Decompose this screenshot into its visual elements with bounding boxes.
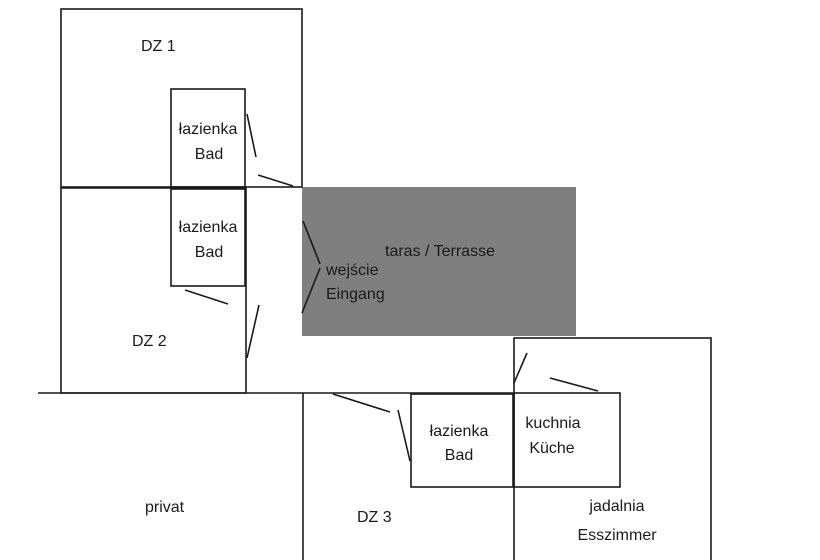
room-dz1-outline [60,8,303,188]
door-kitchen-corner [513,352,528,384]
label-kitchen-line1: kuchnia [525,415,580,432]
bath1-box [170,88,246,188]
label-bath2-line1: łazienka [179,219,238,236]
label-dining-line1: jadalnia [588,498,644,515]
label-dz3: DZ 3 [357,509,392,526]
door-bath2 [184,289,229,305]
label-bath3-line2: Bad [445,447,473,464]
label-bath1-line2: Bad [195,146,223,163]
label-terrace: taras / Terrasse [385,243,495,260]
room-dz2-outline [60,187,247,394]
label-kitchen-line2: Küche [529,440,574,457]
bath2-box [170,188,246,287]
label-entrance-line1: wejście [325,262,379,279]
door-dz2 [246,304,260,359]
label-bath2-line2: Bad [195,244,223,261]
label-dz1: DZ 1 [141,38,176,55]
label-bath3-line1: łazienka [430,423,489,440]
door-entrance [302,220,321,265]
label-entrance-line2: Eingang [326,286,385,303]
label-private: privat [145,499,185,516]
door-terrace [301,267,321,314]
door-dz3 [332,393,391,413]
door-dz1 [257,174,294,187]
label-dz2: DZ 2 [132,333,167,350]
door-bath3 [397,409,411,462]
terrace-area [302,187,576,336]
bath3-box [410,393,514,488]
label-dining-line2: Esszimmer [577,527,657,544]
door-bath1 [246,113,257,158]
door-kitchen [549,377,599,392]
kitchen-box [513,392,621,488]
label-bath1-line1: łazienka [179,121,238,138]
